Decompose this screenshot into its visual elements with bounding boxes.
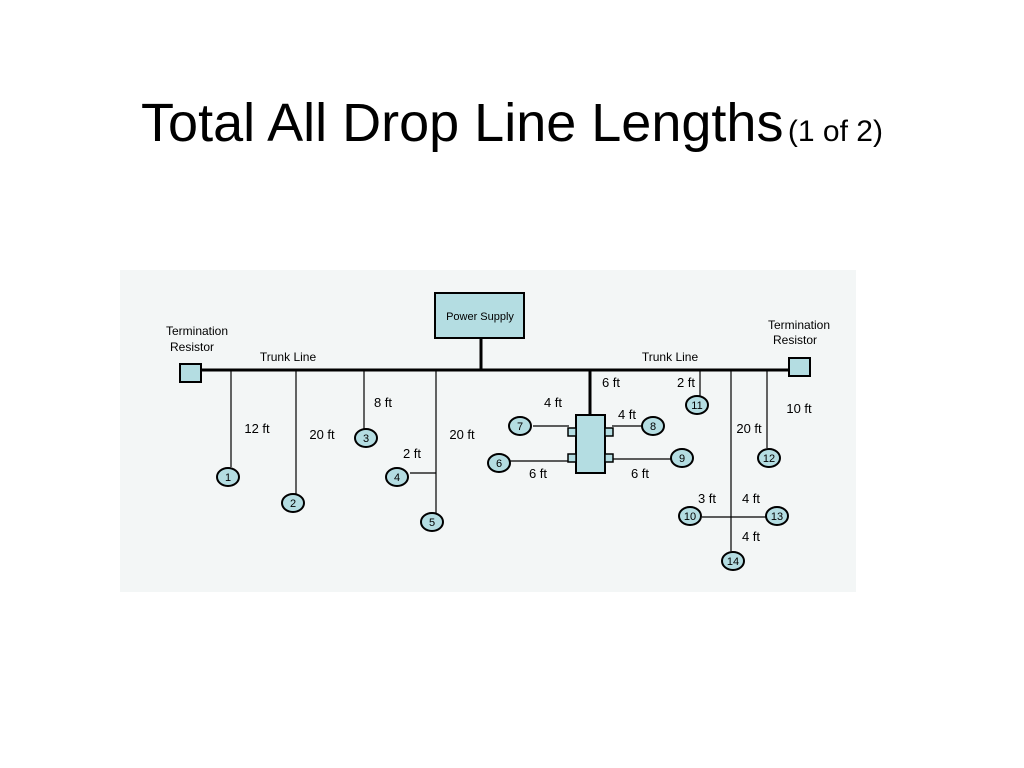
tap-port-7 [567,427,577,437]
node-1 [216,467,240,487]
length-labels: 12 ft 20 ft 8 ft 2 ft 20 ft 6 ft 4 ft 4 … [244,375,812,544]
termination-left-line2: Resistor [170,340,214,354]
drop-lines [230,370,768,551]
node-7 [508,416,532,436]
termination-resistor-left [179,363,202,383]
length-label-node-14: 4 ft [742,529,760,544]
termination-right-line1: Termination [768,318,830,332]
node-label: 5 [429,517,435,529]
tap-port-9 [604,453,614,463]
node-label: 13 [771,511,783,523]
node-label: 1 [225,472,231,484]
length-label-drop-4: 2 ft [403,446,421,461]
node-label: 6 [496,458,502,470]
length-label-drop-2: 20 ft [309,427,335,442]
node-11 [685,395,709,415]
trunk-line-label-left: Trunk Line [260,350,317,364]
node-2 [281,493,305,513]
node-8 [641,416,665,436]
termination-left-line1: Termination [166,324,228,338]
node-13 [765,506,789,526]
node-5 [420,512,444,532]
tap-port-8 [604,427,614,437]
length-label-node-10: 3 ft [698,491,716,506]
length-label-drop-14-trunk: 20 ft [736,421,762,436]
power-supply-box [434,292,525,339]
network-diagram: Power Supply Termination Resistor Termin… [120,270,856,592]
node-label: 9 [679,453,685,465]
length-label-node-13: 4 ft [742,491,760,506]
slide-title: Total All Drop Line Lengths (1 of 2) [0,92,1024,154]
length-label-drop-1: 12 ft [244,421,270,436]
nodes [216,395,789,571]
length-label-node-6: 6 ft [529,466,547,481]
termination-right-line2: Resistor [773,333,817,347]
node-label: 2 [290,498,296,510]
node-labels: 1 2 3 4 5 6 7 8 9 10 11 12 13 14 [225,400,783,568]
length-label-drop-12: 10 ft [786,401,812,416]
length-label-node-8: 4 ft [618,407,636,422]
node-12 [757,448,781,468]
node-label: 7 [517,421,523,433]
node-10 [678,506,702,526]
node-label: 10 [684,511,696,523]
length-label-drop-5: 20 ft [449,427,475,442]
node-label: 3 [363,433,369,445]
node-9 [670,448,694,468]
length-label-node-7: 4 ft [544,395,562,410]
node-label: 8 [650,421,656,433]
node-6 [487,453,511,473]
trunk-line-label-right: Trunk Line [642,350,699,364]
node-label: 11 [691,400,702,412]
length-label-tap-drop: 6 ft [602,375,620,390]
tap-box [575,414,606,474]
node-3 [354,428,378,448]
termination-resistor-right [788,357,811,377]
node-4 [385,467,409,487]
tap-port-6 [567,453,577,463]
length-label-drop-3: 8 ft [374,395,392,410]
power-supply-label: Power Supply [446,311,514,323]
network-diagram-svg: Power Supply Termination Resistor Termin… [120,270,856,592]
title-main: Total All Drop Line Lengths [141,93,784,153]
node-14 [721,551,745,571]
node-label: 12 [763,453,775,465]
length-label-drop-11: 2 ft [677,375,695,390]
node-label: 14 [727,556,739,568]
node-label: 4 [394,472,400,484]
length-label-node-9: 6 ft [631,466,649,481]
title-subtitle: (1 of 2) [787,115,883,148]
